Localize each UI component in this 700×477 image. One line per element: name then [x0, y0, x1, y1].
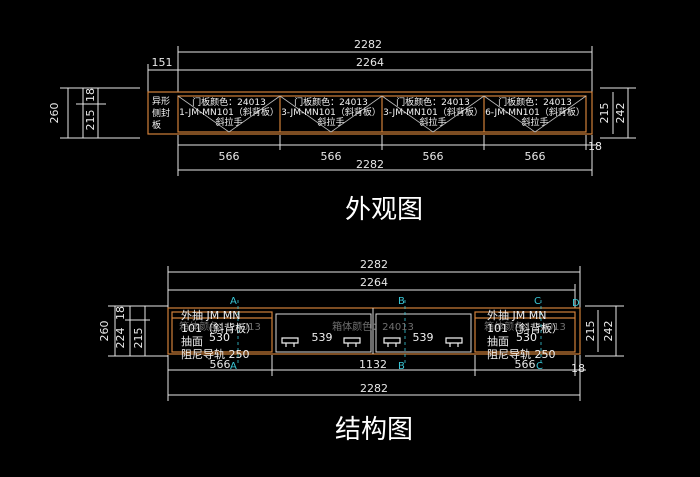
- section-mark-c-bottom: C: [536, 361, 543, 372]
- bottom-caption: 结构图: [335, 415, 413, 445]
- panel-1-code: 1-JM-MN101（斜背板）: [179, 106, 279, 118]
- panel-3-code: 3-JM-MN101（斜背板）: [383, 106, 483, 118]
- top-dim-seg-3: 566: [423, 150, 444, 163]
- bottom-view: [108, 266, 624, 401]
- bottom-dim-seg-3: 566: [515, 358, 536, 371]
- bottom-right-height-b: 242: [602, 321, 615, 342]
- bottom-dim-seg-1: 566: [210, 358, 231, 371]
- top-dim-inner: 2264: [356, 56, 384, 69]
- panel-4-color: 门板颜色：24013: [498, 96, 572, 108]
- inner-width-b: 539: [413, 331, 434, 344]
- top-dim-seg-4: 566: [525, 150, 546, 163]
- top-dim-seg-2: 566: [321, 150, 342, 163]
- section-mark-d-top: D: [572, 298, 580, 309]
- left-drawer-line-2: 101（斜背板）: [181, 321, 257, 335]
- section-mark-b-bottom: B: [398, 361, 405, 372]
- bottom-dim-seg-2: 1132: [359, 358, 387, 371]
- right-drawer-line-1: 外抽 JM MN: [487, 308, 546, 322]
- right-drawer-line-4: 阻尼导轨 250: [487, 347, 556, 361]
- top-dim-left-offset: 151: [152, 56, 173, 69]
- side-panel-label-1: 异形: [152, 95, 170, 107]
- side-panel-label-3: 板: [152, 119, 161, 131]
- section-mark-c-top: C: [534, 296, 541, 307]
- bottom-watermark-3: 箱体颜色：24013: [484, 320, 566, 333]
- panel-1-color: 门板颜色：24013: [192, 96, 266, 108]
- panel-2-handle: 斜拉手: [317, 116, 344, 128]
- panel-2-color: 门板颜色：24013: [294, 96, 368, 108]
- left-drawer-line-4: 阻尼导轨 250: [181, 347, 250, 361]
- left-drawer-width: 530: [209, 331, 230, 344]
- inner-width-a: 539: [312, 331, 333, 344]
- panel-1-handle: 斜拉手: [215, 116, 242, 128]
- hinge-icons: [281, 337, 463, 347]
- bottom-watermark-1: 箱体颜色：24013: [179, 320, 261, 333]
- top-dim-end: 18: [588, 140, 602, 153]
- top-caption: 外观图: [345, 195, 423, 225]
- bottom-watermark-2: 箱体颜色：24013: [332, 320, 414, 333]
- right-drawer-line-3: 抽面: [487, 334, 509, 348]
- top-dim-total: 2282: [354, 38, 382, 51]
- top-right-height-a: 215: [598, 103, 611, 124]
- top-door-diagonals: [177, 95, 587, 133]
- bottom-dim-inner: 2264: [360, 276, 388, 289]
- bottom-height-a: 224: [114, 328, 127, 349]
- panel-3-handle: 斜拉手: [419, 116, 446, 128]
- bottom-cabinet-frame: [167, 307, 581, 355]
- bottom-height-total: 260: [98, 321, 111, 342]
- bottom-inner-compartments: [275, 308, 472, 354]
- top-dim-seg-1: 566: [219, 150, 240, 163]
- panel-4-handle: 斜拉手: [521, 116, 548, 128]
- top-height-total: 260: [48, 103, 61, 124]
- right-drawer-width: 530: [516, 331, 537, 344]
- left-drawer-line-3: 抽面: [181, 334, 203, 348]
- section-mark-a-bottom: A: [230, 361, 237, 372]
- bottom-right-height-a: 215: [584, 321, 597, 342]
- panel-2-code: 3-JM-MN101（斜背板）: [281, 106, 381, 118]
- top-right-height-b: 242: [614, 103, 627, 124]
- top-height-a: 215: [84, 110, 97, 131]
- panel-3-color: 门板颜色：24013: [396, 96, 470, 108]
- top-height-b: 18: [84, 88, 97, 102]
- bottom-dim-end: 18: [571, 362, 585, 375]
- left-drawer-line-1: 外抽 JM MN: [181, 308, 240, 322]
- section-lines: [237, 300, 542, 364]
- panel-4-code: 6-JM-MN101（斜背板）: [485, 106, 585, 118]
- right-drawer-line-2: 101（斜背板）: [487, 321, 563, 335]
- top-view: [60, 46, 636, 176]
- side-panel-label-2: 侧封: [152, 107, 170, 119]
- bottom-dim-bottom-total: 2282: [360, 382, 388, 395]
- top-dim-bottom-total: 2282: [356, 158, 384, 171]
- section-mark-a-top: A: [230, 296, 237, 307]
- bottom-height-c: 215: [132, 328, 145, 349]
- bottom-dim-total: 2282: [360, 258, 388, 271]
- bottom-height-b: 18: [114, 306, 127, 320]
- section-mark-b-top: B: [398, 296, 405, 307]
